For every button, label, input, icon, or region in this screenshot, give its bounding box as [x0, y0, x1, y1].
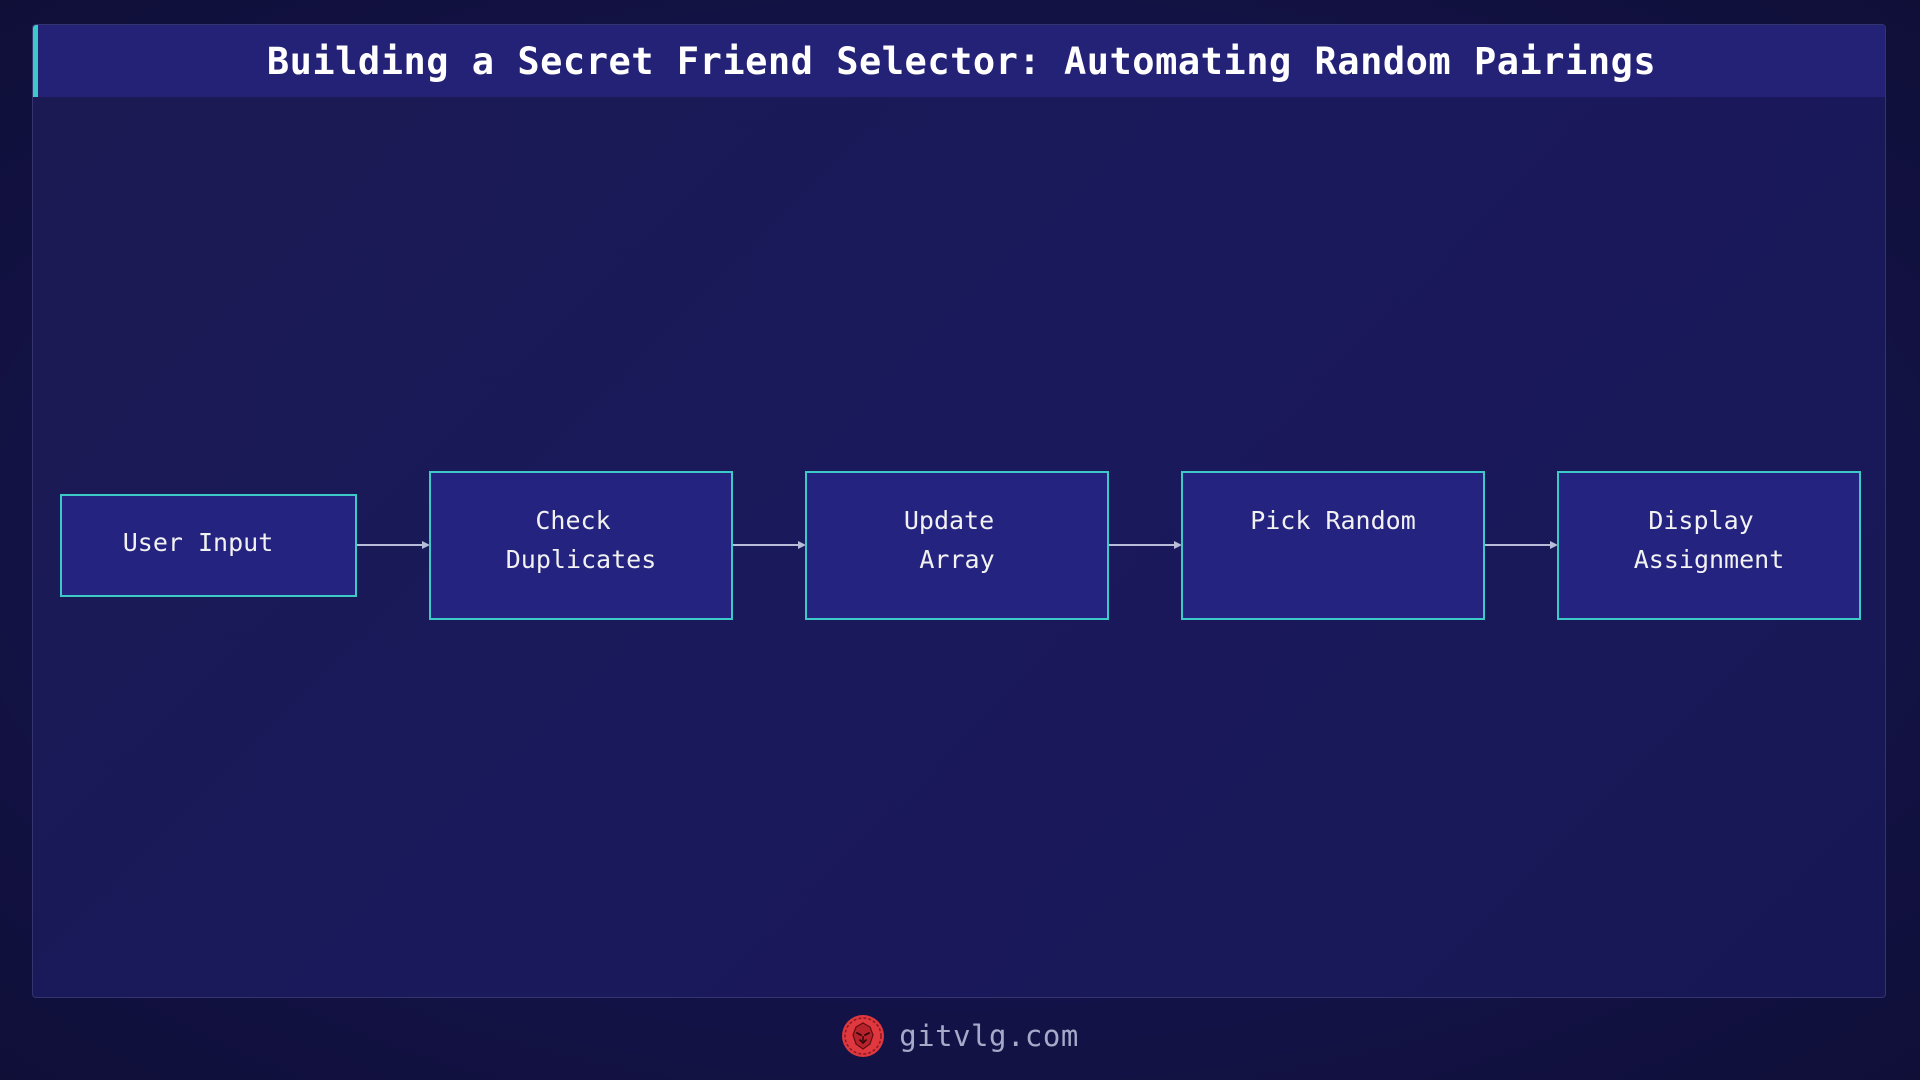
node-check-duplicates-label-line2: Duplicates	[506, 545, 657, 574]
node-update-array: Update Array	[805, 471, 1109, 620]
flow-arrows	[356, 541, 1558, 549]
arrow-pick-random-to-display-assignment	[1484, 541, 1558, 549]
node-display-assignment-label-line1: Display	[1648, 506, 1753, 535]
node-pick-random: Pick Random	[1181, 471, 1485, 620]
node-user-input-label: User Input	[123, 528, 274, 557]
node-pick-random-label: Pick Random	[1250, 506, 1416, 535]
node-check-duplicates: Check Duplicates	[429, 471, 733, 620]
node-update-array-label-line2: Array	[919, 545, 994, 574]
node-check-duplicates-label-line1: Check	[535, 506, 610, 535]
arrow-check-duplicates-to-update-array	[732, 541, 806, 549]
title-bar: Building a Secret Friend Selector: Autom…	[33, 25, 1885, 97]
arrow-user-input-to-check-duplicates	[356, 541, 430, 549]
node-update-array-label-line1: Update	[904, 506, 994, 535]
node-user-input: User Input	[60, 494, 357, 597]
page-title: Building a Secret Friend Selector: Autom…	[266, 39, 1657, 83]
lion-head-icon	[842, 1015, 885, 1057]
site-url[interactable]: gitvlg.com	[899, 1019, 1079, 1053]
footer: gitvlg.com	[0, 1010, 1920, 1062]
arrow-update-array-to-pick-random	[1108, 541, 1182, 549]
node-display-assignment-label-line2: Assignment	[1634, 545, 1785, 574]
node-display-assignment: Display Assignment	[1557, 471, 1861, 620]
